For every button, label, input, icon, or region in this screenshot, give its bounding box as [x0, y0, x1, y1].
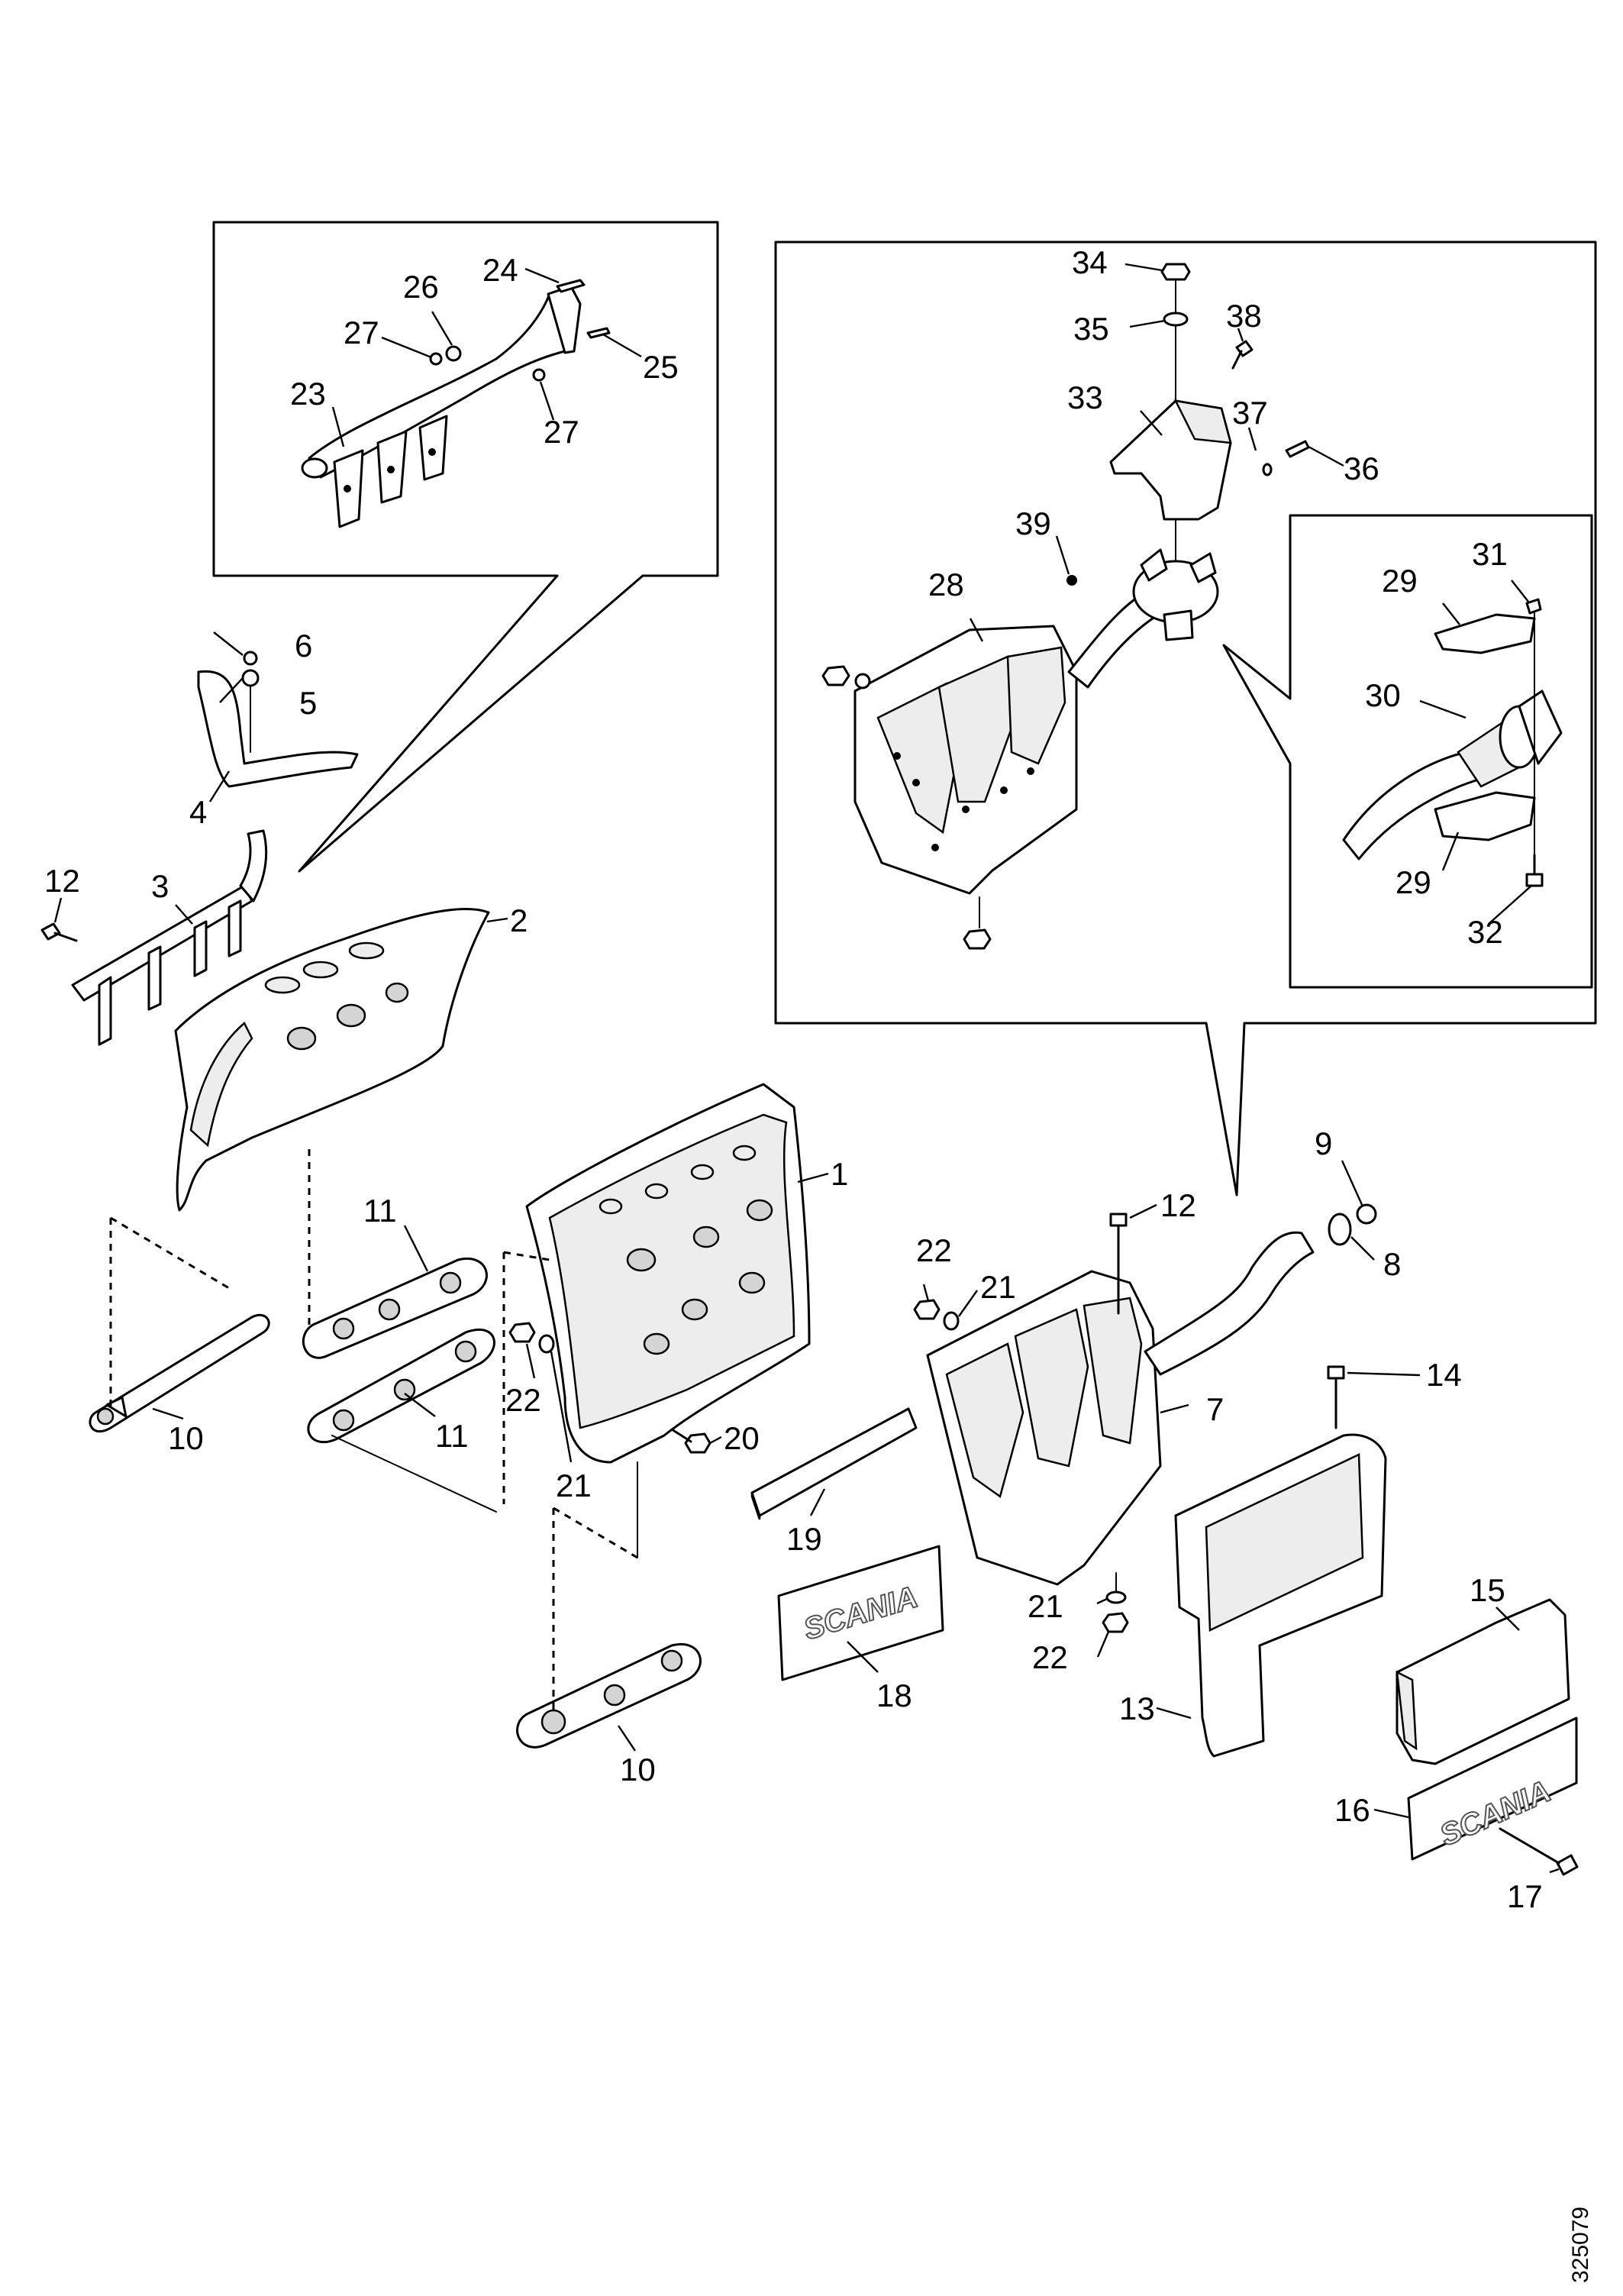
callout-29-bottom: 29 — [1396, 864, 1431, 900]
callout-34: 34 — [1072, 244, 1108, 280]
callout-27-left: 27 — [344, 315, 379, 350]
detail-box-top-left — [212, 221, 719, 873]
callout-22-left: 22 — [505, 1382, 541, 1418]
callout-25: 25 — [643, 349, 679, 385]
callout-5: 5 — [299, 685, 317, 721]
callout-21-left: 21 — [556, 1468, 592, 1503]
callout-20: 20 — [724, 1420, 760, 1456]
detail-box-top-right — [774, 241, 1597, 1196]
callout-18: 18 — [876, 1678, 912, 1713]
callout-11-top: 11 — [363, 1193, 397, 1229]
callout-26: 26 — [403, 269, 439, 305]
callout-36: 36 — [1344, 450, 1379, 486]
callout-labels: 1 2 3 4 5 6 7 8 9 10 10 11 11 12 12 13 1… — [44, 244, 1543, 1914]
callout-7: 7 — [1206, 1391, 1224, 1427]
callout-17: 17 — [1507, 1878, 1543, 1914]
callout-22-bottom: 22 — [1032, 1639, 1068, 1675]
callout-29-top: 29 — [1382, 563, 1418, 599]
callout-38: 38 — [1226, 298, 1262, 334]
callout-14: 14 — [1426, 1357, 1462, 1393]
callout-13: 13 — [1119, 1691, 1155, 1726]
callout-12-right: 12 — [1160, 1187, 1196, 1223]
callout-3: 3 — [151, 868, 169, 904]
callout-1: 1 — [831, 1156, 848, 1192]
callout-2: 2 — [510, 903, 528, 938]
callout-21-middle: 21 — [980, 1269, 1016, 1305]
callout-11-bottom: 11 — [435, 1418, 469, 1454]
callout-33: 33 — [1067, 379, 1103, 415]
callout-31: 31 — [1472, 536, 1508, 572]
callout-10-left: 10 — [168, 1420, 204, 1456]
callout-10-bottom: 10 — [620, 1752, 656, 1787]
callout-8: 8 — [1383, 1246, 1401, 1282]
callout-37: 37 — [1232, 395, 1268, 431]
callout-16: 16 — [1334, 1792, 1370, 1828]
callout-28: 28 — [928, 567, 964, 602]
callout-12-left: 12 — [44, 863, 80, 899]
callout-9: 9 — [1315, 1125, 1332, 1161]
callout-32: 32 — [1467, 914, 1503, 950]
main-exploded-view: SCANIA SCANIA — [40, 631, 1579, 1876]
callout-24: 24 — [482, 252, 518, 288]
callout-22-middle: 22 — [916, 1232, 952, 1268]
callout-39: 39 — [1015, 505, 1051, 541]
callout-27-right: 27 — [544, 414, 579, 450]
callout-4: 4 — [189, 794, 207, 830]
callout-35: 35 — [1073, 311, 1109, 347]
drawing-number: 325079 — [1568, 2207, 1593, 2283]
callout-6: 6 — [295, 628, 312, 664]
callout-19: 19 — [786, 1521, 822, 1557]
callout-21-bottom: 21 — [1028, 1588, 1063, 1624]
callout-23: 23 — [290, 376, 326, 412]
callout-15: 15 — [1470, 1572, 1505, 1608]
callout-30: 30 — [1365, 677, 1401, 713]
